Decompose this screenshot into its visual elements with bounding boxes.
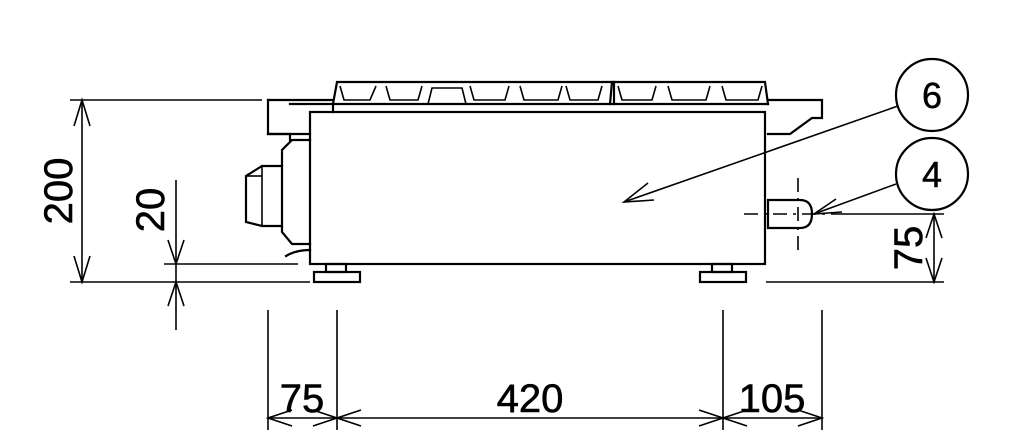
dim-left-offset-label: 75 [280,377,325,421]
dim-overall-height [70,97,310,285]
right-foot [698,262,748,284]
main-body [308,110,767,266]
dim-overall-height-label: 200 [37,158,81,225]
left-foot [312,262,362,284]
dim-foot-spacing-label: 420 [497,377,564,421]
dim-horizontal-chain [265,310,825,430]
dim-foot-height-label: 20 [129,188,173,233]
side-part [744,178,834,250]
dim-side-height [766,211,944,285]
balloon-side-part-label: 4 [922,154,942,195]
control-knob [244,138,312,258]
balloon-body-label: 6 [922,75,942,116]
balloon-body [621,57,970,203]
balloon-side-part [811,136,970,216]
top-grate [331,80,770,106]
dim-side-height-label: 75 [887,226,931,271]
dim-foot-height [164,180,298,330]
dim-right-offset-label: 105 [739,377,806,421]
top-plate [266,98,824,142]
